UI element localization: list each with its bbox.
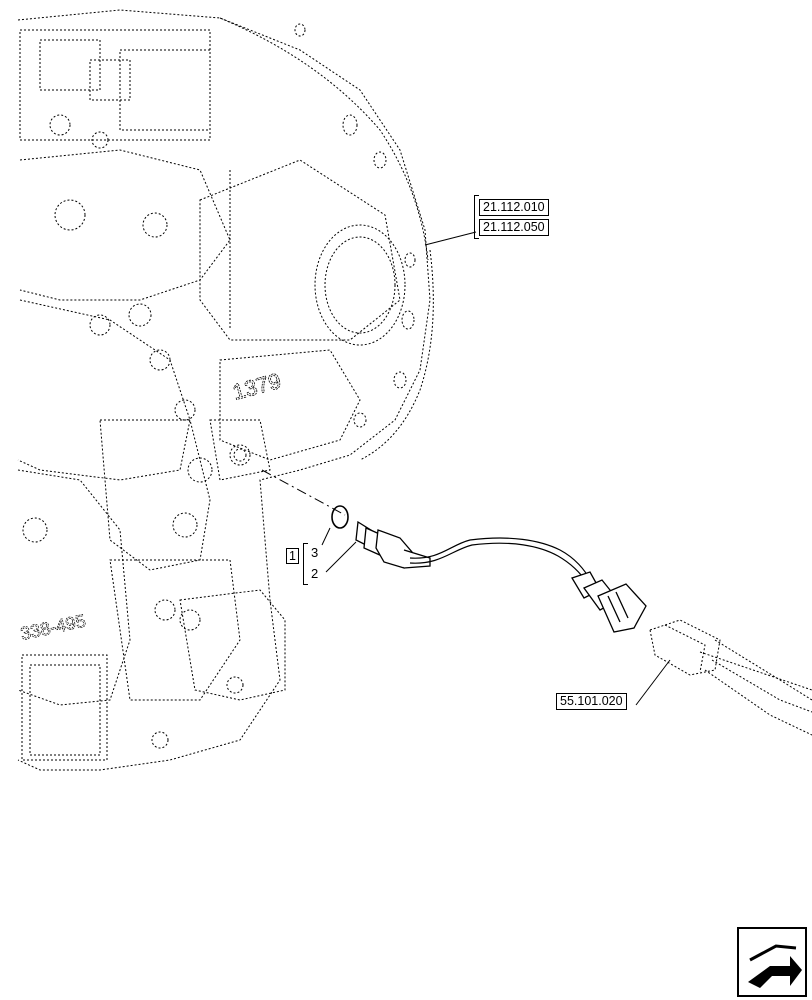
pressure-sensor: [355, 520, 431, 569]
housing-outline: [17, 9, 431, 771]
casting-marking: 338-495: [19, 611, 88, 644]
next-page-arrow-icon[interactable]: [737, 927, 807, 997]
harness-connector: [649, 619, 812, 736]
callout-item-2[interactable]: 2: [311, 566, 319, 581]
callout-bracket: [303, 543, 308, 585]
reference-55-101-020[interactable]: 55.101.020: [556, 693, 627, 710]
o-ring: [331, 505, 349, 529]
sensor-connector: [571, 571, 647, 633]
reference-bracket: [474, 195, 479, 239]
part-marking: 1379: [230, 368, 284, 405]
reference-21-112-050[interactable]: 21.112.050: [479, 219, 549, 236]
reference-21-112-010[interactable]: 21.112.010: [479, 199, 549, 216]
callout-group-1[interactable]: 1: [286, 548, 299, 564]
sensor-cable: [409, 537, 591, 581]
callout-item-3[interactable]: 3: [311, 545, 319, 560]
assembly-centerline: [261, 469, 346, 516]
